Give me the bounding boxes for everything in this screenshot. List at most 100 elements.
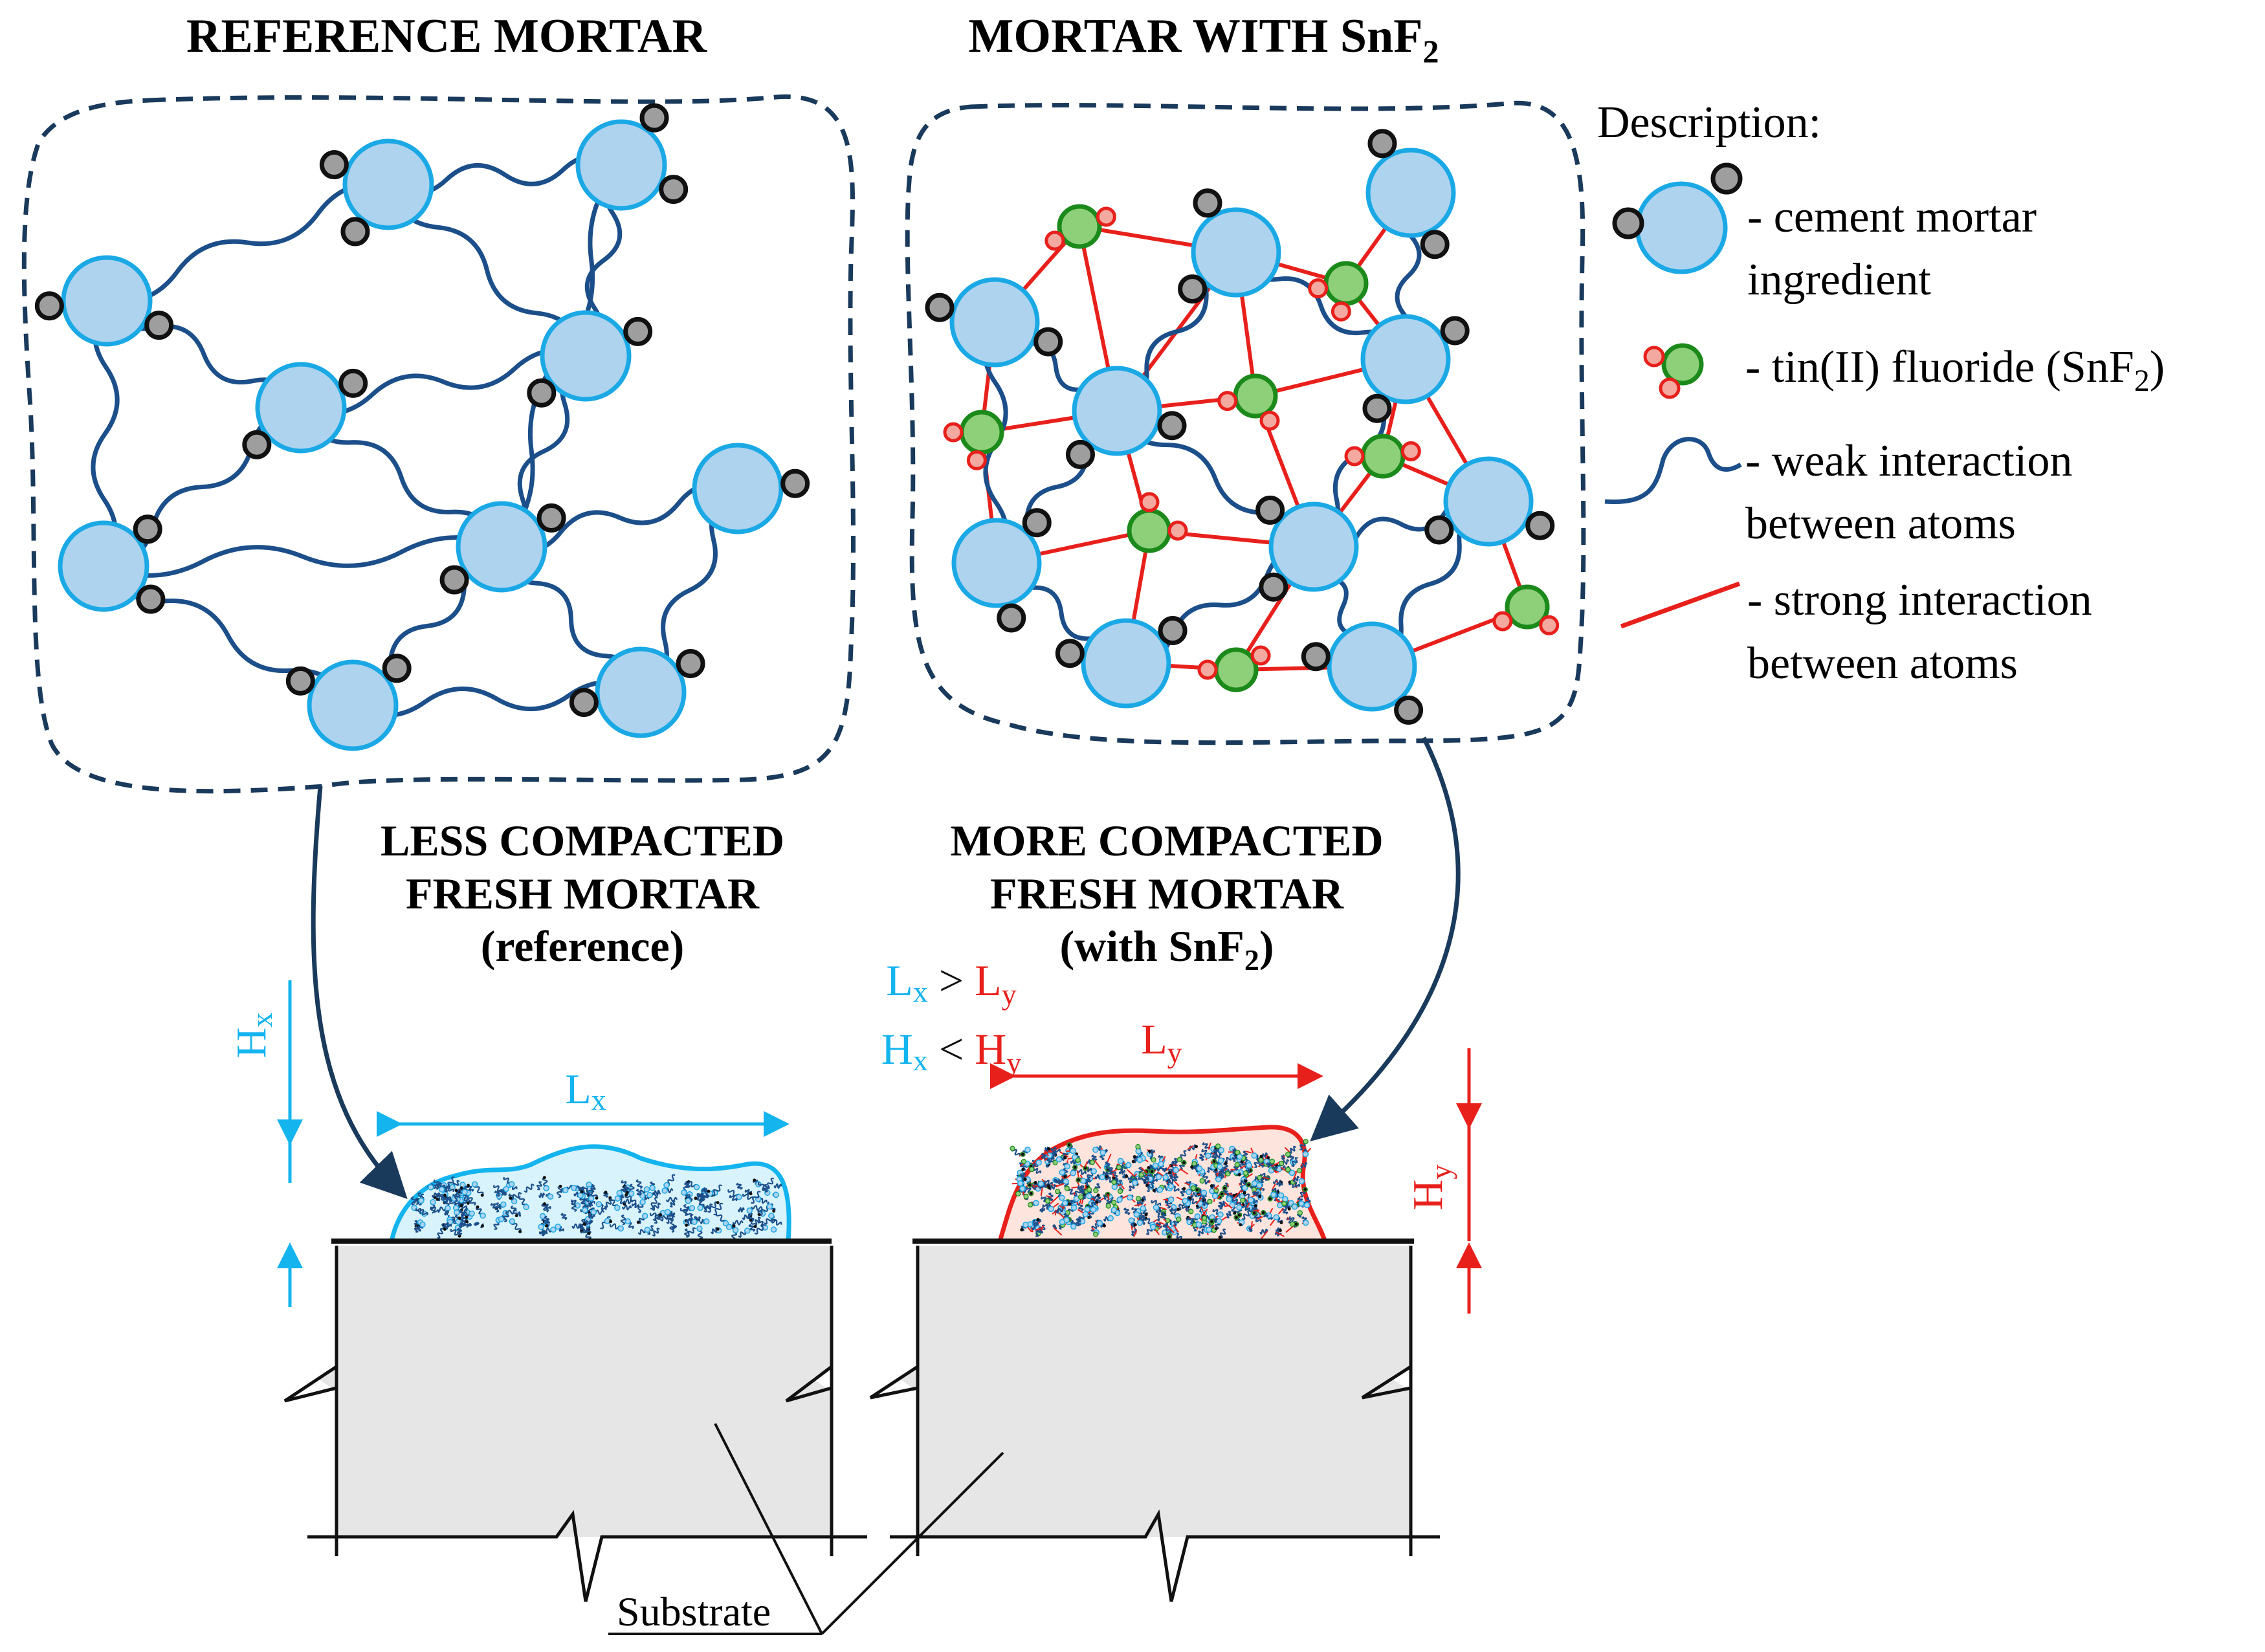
texture-tin [1087, 1187, 1092, 1193]
texture-strong-bond [1196, 1197, 1202, 1205]
bound-atom [780, 468, 810, 498]
texture-bond [652, 1228, 660, 1237]
texture-particle [1131, 1180, 1138, 1186]
texture-tin [1199, 1178, 1205, 1184]
texture-particle [1217, 1163, 1223, 1171]
texture-bond [524, 1184, 535, 1193]
legend-strong-line [1620, 581, 1741, 629]
texture-bond [631, 1202, 640, 1209]
texture-atom [558, 1184, 562, 1188]
fluoride-atom [1308, 278, 1329, 299]
cement-node [1360, 314, 1470, 423]
texture-bond [536, 1181, 543, 1191]
texture-particle [773, 1191, 779, 1198]
texture-atom [1214, 1227, 1218, 1231]
legend-strong-label-1: - strong interaction [1747, 575, 2092, 625]
bound-atom [1158, 616, 1188, 646]
bound-atom [340, 217, 370, 247]
texture-strong-bond [1292, 1172, 1298, 1181]
texture-bond [747, 1215, 757, 1228]
texture-atom [1105, 1175, 1109, 1179]
cement-particle [575, 119, 667, 211]
texture-particle [500, 1201, 507, 1208]
texture-atom [1073, 1165, 1077, 1169]
legend-tin-fluoride-icon [1643, 343, 1704, 399]
texture-atom [1237, 1213, 1241, 1217]
tin-particle [1233, 373, 1278, 419]
texture-particle [732, 1227, 739, 1233]
texture-tin [1015, 1191, 1021, 1196]
texture-bond [620, 1215, 626, 1226]
texture-bond [751, 1191, 761, 1204]
texture-particle [1205, 1152, 1211, 1159]
texture-strong-bond [1265, 1154, 1268, 1160]
texture-particle [1150, 1224, 1156, 1230]
texture-bond [707, 1201, 718, 1213]
texture-particle [1167, 1196, 1175, 1203]
texture-atom [1237, 1173, 1241, 1176]
texture-bond [443, 1222, 452, 1228]
texture-atom [465, 1220, 469, 1224]
texture-atom [685, 1223, 689, 1227]
snf2-mortar-title: MORTAR WITH SnF2 [969, 10, 1439, 69]
texture-strong-bond [1166, 1164, 1171, 1172]
texture-particle [1217, 1211, 1224, 1218]
texture-atom [1152, 1189, 1156, 1193]
texture-particle [582, 1207, 588, 1213]
texture-particle [746, 1207, 753, 1214]
texture-particle [1211, 1193, 1219, 1199]
cement-particle [1327, 621, 1417, 712]
cement-particle [1268, 501, 1359, 592]
texture-tin [1029, 1166, 1035, 1173]
texture-atom [1087, 1216, 1091, 1220]
texture-bond [1118, 1169, 1125, 1175]
texture-strong-bond [1107, 1153, 1112, 1162]
bound-atom [1178, 274, 1208, 304]
cement-node [1424, 456, 1555, 547]
texture-particle [696, 1225, 703, 1232]
texture-atom [749, 1192, 753, 1196]
texture-tin [1281, 1200, 1287, 1207]
cement-node [439, 501, 566, 595]
texture-bond [1281, 1154, 1286, 1161]
texture-atom [604, 1191, 608, 1195]
texture-bond [651, 1202, 661, 1211]
cement-particle [540, 310, 632, 402]
texture-bond [1252, 1191, 1258, 1196]
texture-atom [753, 1225, 757, 1229]
texture-particle [1086, 1193, 1092, 1200]
texture-bond [1169, 1173, 1175, 1180]
texture-particle [664, 1209, 671, 1215]
texture-bond [467, 1195, 476, 1206]
texture-particle [1302, 1151, 1309, 1158]
texture-bond [1232, 1198, 1242, 1206]
texture-bond [466, 1185, 474, 1193]
texture-atom [582, 1222, 586, 1226]
texture-particle [1019, 1185, 1026, 1192]
texture-atom [757, 1213, 761, 1217]
texture-atom [1268, 1197, 1272, 1201]
texture-bond [622, 1204, 632, 1211]
texture-strong-bond [1276, 1231, 1285, 1237]
texture-particle [617, 1225, 624, 1232]
texture-particle [1241, 1184, 1248, 1191]
bound-atom [639, 103, 669, 133]
texture-atom [1029, 1191, 1033, 1195]
tin-particle [959, 410, 1004, 455]
texture-bond [588, 1201, 593, 1207]
texture-bond [414, 1225, 420, 1233]
left-substrate [283, 1246, 867, 1602]
texture-tin [1278, 1160, 1285, 1166]
texture-bond [1077, 1202, 1084, 1211]
texture-particle [1206, 1226, 1212, 1233]
reference-weak-bonds [91, 153, 739, 718]
texture-atom [1063, 1156, 1067, 1160]
texture-tin [1188, 1209, 1194, 1215]
texture-bond [1222, 1189, 1229, 1196]
texture-particle [1111, 1184, 1118, 1191]
cement-node [58, 514, 166, 614]
texture-particle [1117, 1158, 1124, 1164]
texture-bond [1050, 1147, 1061, 1153]
texture-strong-bond [1158, 1221, 1165, 1226]
cement-particle [255, 362, 347, 454]
